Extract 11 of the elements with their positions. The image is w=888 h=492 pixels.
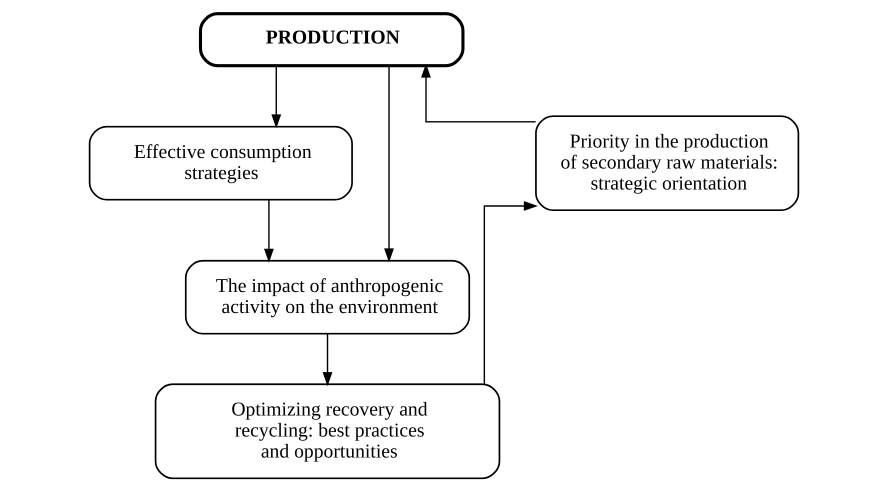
node-box: Effective consumption strategies — [88, 126, 353, 201]
node-box: The impact of anthropogenic activity on the environment — [184, 260, 470, 335]
node-box: Priority in the production of secondary raw materials: strategic orientation — [535, 115, 800, 212]
arrow — [264, 200, 274, 263]
node-box: PRODUCTION — [198, 12, 464, 68]
arrow — [322, 334, 332, 386]
arrow — [271, 66, 282, 128]
arrow — [484, 201, 538, 384]
arrow — [421, 64, 536, 122]
arrow — [384, 66, 394, 262]
node-box: Optimizing recovery and recycling: best practices and opportunities — [154, 383, 500, 480]
